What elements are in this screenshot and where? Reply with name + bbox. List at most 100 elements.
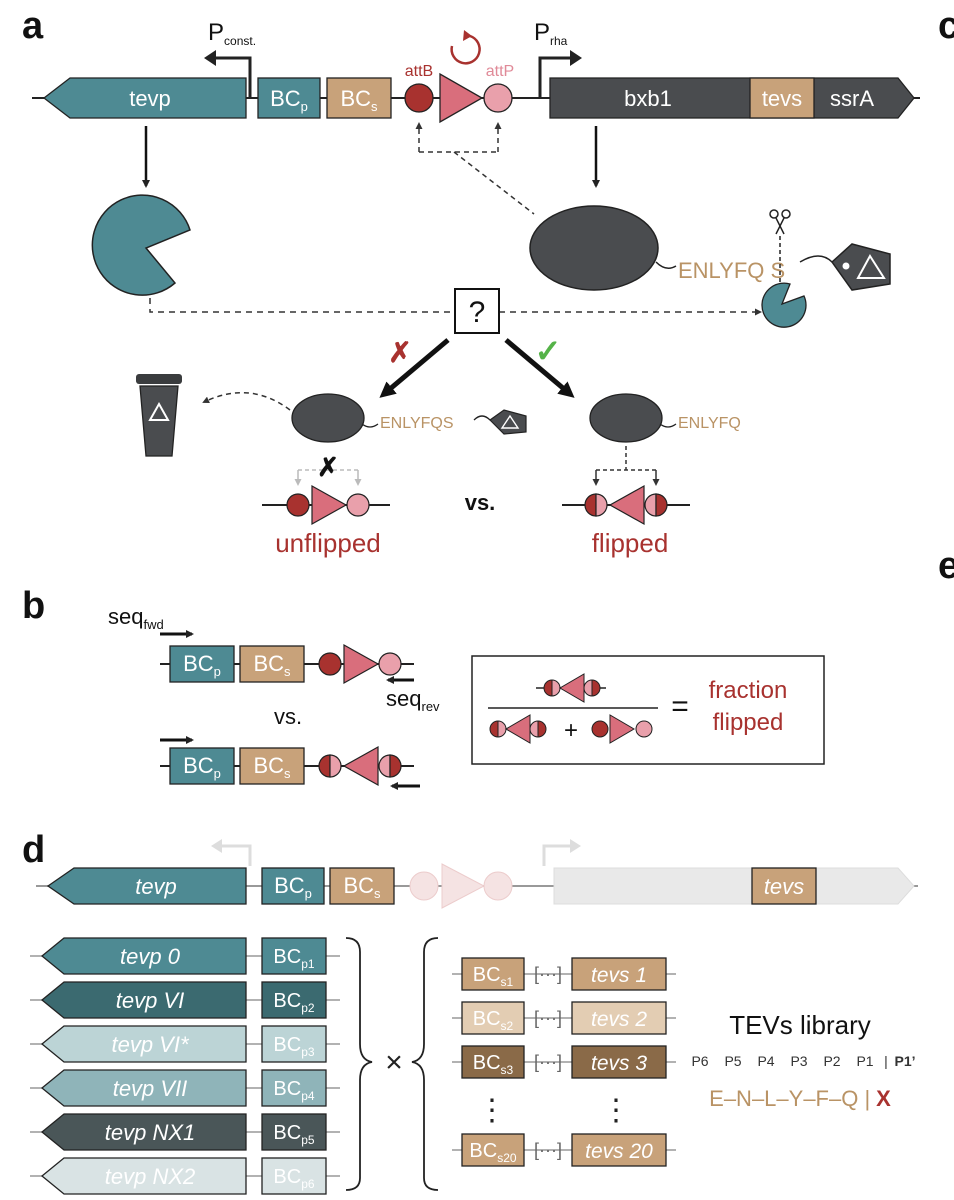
scissors-icon — [769, 209, 791, 235]
flip-arrow-icon — [450, 34, 481, 65]
position-label: P5 — [724, 1053, 741, 1069]
d-tevp-gene — [46, 867, 247, 905]
attP-label: attP — [486, 63, 514, 80]
position-label: P4 — [757, 1053, 774, 1069]
cleaved-recombinase-icon — [589, 393, 663, 443]
panel-label-c: c — [938, 5, 954, 47]
flipped-triangle — [608, 484, 645, 526]
flipped-label: flipped — [592, 528, 669, 558]
bc-p-label: BCp — [270, 86, 308, 114]
linker-label: [···] — [534, 1008, 562, 1028]
protease-barcode — [261, 1157, 327, 1195]
promoter-rha-label: Prha — [534, 19, 568, 48]
protease-name: tevp 0 — [120, 944, 181, 969]
protease-barcode-label: BCp6 — [273, 1166, 314, 1191]
d-tevs-label: tevs — [764, 874, 804, 899]
substrate-barcode — [461, 1133, 525, 1167]
panel-label-d: d — [22, 829, 45, 871]
fraction-formula-box — [471, 655, 825, 765]
substrate-barcode — [461, 1001, 525, 1035]
panel-label-b: b — [22, 585, 45, 627]
seq-fwd-label: seqfwd — [108, 604, 164, 632]
d-bc-p-label: BCp — [274, 873, 312, 901]
substrate-site — [571, 957, 667, 991]
denominator-unflipped-icon — [591, 714, 653, 744]
question-mark: ? — [469, 296, 486, 329]
b-top-bc-p-label: BCp — [183, 651, 221, 679]
tevp-gene — [42, 77, 247, 119]
fail-mark: ✗ — [388, 337, 411, 368]
substrate-row: BCs1 [···] tevs 1 — [461, 957, 667, 991]
intact-recombinase-icon — [291, 393, 365, 443]
ellipsis-right: ⋮ — [601, 1094, 631, 1127]
protease-barcode-label: BCp3 — [273, 1034, 314, 1059]
linker-label: [···] — [534, 964, 562, 984]
numerator-flipped-icon — [536, 673, 606, 703]
attB-label: attB — [405, 63, 433, 80]
promoter-const-label: Pconst. — [208, 19, 256, 48]
trash-bin-icon — [136, 374, 182, 457]
linker-label: [···] — [534, 1140, 562, 1160]
substrate-barcode-label: BCs20 — [469, 1140, 516, 1165]
ellipsis-left: ⋮ — [477, 1094, 507, 1127]
substrate-row: BCs3[···]tevs 3 — [461, 1045, 667, 1079]
substrate-name: tevs 1 — [591, 964, 647, 987]
tevs-label: tevs — [762, 86, 802, 111]
degradation-tag-icon — [831, 243, 891, 291]
library-title: TEVs library — [729, 1010, 871, 1040]
bc-s-label: BCs — [340, 86, 378, 114]
unflipped-triangle — [311, 484, 348, 526]
protease-barcode-label: BCp5 — [273, 1122, 314, 1147]
seq-rev-label: seqrev — [386, 686, 440, 714]
d-tevs — [751, 867, 817, 905]
protease-variant-row: tevp 0 BCp1 — [40, 937, 327, 975]
fraction-label-2: flipped — [713, 709, 784, 736]
protease-gene — [40, 937, 247, 975]
motif-sequence: E–N–L–Y–F–Q |X — [709, 1086, 891, 1111]
d-tevp-label: tevp — [135, 874, 177, 899]
protease-gene — [40, 1113, 247, 1151]
substrate-row: BCs2[···]tevs 2 — [461, 1001, 667, 1035]
block-mark: ✗ — [317, 452, 339, 482]
panel-label-e: e — [938, 545, 954, 587]
protease-variant-row: tevp NX1 BCp5 — [40, 1113, 327, 1151]
bc-p-block — [257, 77, 321, 119]
denominator-flipped-icon — [489, 714, 547, 744]
left-brace — [345, 937, 373, 1191]
protease-name: tevp VI — [116, 988, 184, 1013]
protease-barcode — [261, 937, 327, 975]
substrate-barcode — [461, 957, 525, 991]
equals-sign: = — [671, 690, 689, 723]
panel-label-a: a — [22, 5, 44, 47]
b-top-bc-s-label: BCs — [253, 651, 291, 679]
position-label: P1’ — [894, 1053, 915, 1069]
vs-label-a: vs. — [465, 490, 496, 515]
protease-name: tevp NX2 — [105, 1164, 196, 1189]
substrate-name: tevs 20 — [585, 1140, 653, 1163]
recombinase-element — [439, 72, 484, 124]
substrate-barcode-label: BCs2 — [473, 1008, 514, 1033]
d-bc-s — [329, 867, 395, 905]
cleavage-sequence: ENLYFQ S — [678, 258, 785, 283]
position-label: P1 — [856, 1053, 873, 1069]
protease-name: tevp NX1 — [105, 1120, 196, 1145]
protease-gene — [40, 1157, 247, 1195]
substrate-name: tevs 3 — [591, 1052, 647, 1075]
flipped-attL — [584, 493, 608, 517]
protease-barcode — [261, 981, 327, 1019]
position-label: | — [884, 1053, 888, 1069]
b-top-bc-s — [239, 645, 305, 683]
protease-name: tevp VI* — [111, 1032, 189, 1057]
attP-site — [483, 83, 513, 113]
protease-variant-row: tevp VI* BCp3 — [40, 1025, 327, 1063]
unflipped-attB — [286, 493, 310, 517]
substrate-barcode-label: BCs3 — [473, 1052, 514, 1077]
protease-barcode-label: BCp1 — [273, 946, 314, 971]
protease-icon — [91, 194, 191, 296]
b-bottom-bc-p-label: BCp — [183, 753, 221, 781]
cross-sign: × — [385, 1046, 403, 1079]
recombinase-protein-icon — [529, 205, 659, 291]
substrate-barcode-label: BCs1 — [473, 964, 514, 989]
